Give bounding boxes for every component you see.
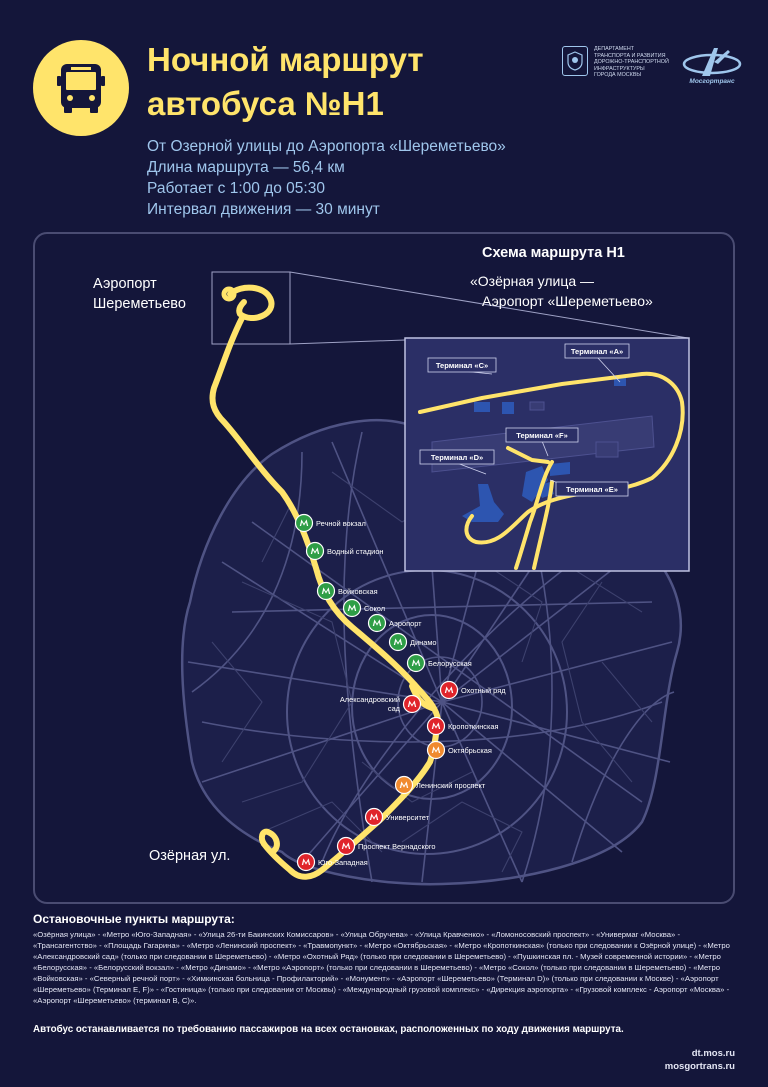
metro-station: Речной вокзал (294, 513, 366, 533)
station-label: Водный стадион (327, 547, 384, 556)
department-name: ДЕПАРТАМЕНТ ТРАНСПОРТА И РАЗВИТИЯ ДОРОЖН… (594, 46, 669, 79)
station-label: Сокол (364, 604, 385, 613)
station-label: Белорусская (428, 659, 472, 668)
metro-station: Водный стадион (305, 541, 384, 561)
airport-label: Аэропорт Шереметьево (93, 276, 186, 312)
metro-m-icon (296, 852, 316, 872)
station-label: Речной вокзал (316, 519, 366, 528)
metro-m-icon (394, 775, 414, 795)
stop-note: Автобус останавливается по требованию па… (33, 1024, 624, 1035)
svg-text:Терминал «D»: Терминал «D» (431, 453, 483, 462)
zoom-lines (211, 271, 689, 345)
metro-m-icon (305, 541, 325, 561)
metro-m-icon (388, 632, 408, 652)
metro-station: Сокол (342, 598, 385, 618)
terminal-label: Терминал «C» (427, 357, 497, 375)
link-mosgortrans[interactable]: mosgortrans.ru (664, 1061, 735, 1072)
stops-list: «Озёрная улица» - «Метро «Юго-Западная» … (33, 930, 730, 1005)
metro-station: Юго-Западная (296, 852, 368, 872)
terminal-label: Терминал «E» (549, 479, 629, 497)
ozernaya-label: Озёрная ул. (149, 848, 231, 864)
metro-station: Войковская (316, 581, 378, 601)
bus-icon (57, 64, 105, 113)
station-label: Войковская (338, 587, 378, 596)
terminal-label: Терминал «A» (564, 343, 630, 383)
metro-m-icon (316, 581, 336, 601)
svg-text:Терминал «E»: Терминал «E» (566, 485, 618, 494)
terminal-label: Терминал «F» (505, 427, 579, 457)
station-label-line2: сад (388, 704, 401, 713)
metro-m-icon (426, 740, 446, 760)
route-interval: Интервал движения — 30 минут (147, 201, 380, 218)
terminal-labels: Терминал «C» Терминал «A» Терминал «F» Терм… (419, 343, 630, 497)
scheme-subtitle: «Озёрная улица — Аэропорт «Шереметьево» (470, 273, 653, 309)
metro-station: Кропоткинская (426, 716, 499, 736)
station-label: Университет (386, 813, 430, 822)
moscow-emblem-icon (562, 46, 588, 76)
stops-title: Остановочные пункты маршрута: (33, 912, 235, 926)
metro-m-icon (406, 653, 426, 673)
metro-station: Октябрьская (426, 740, 492, 760)
title-line-2: автобуса №Н1 (147, 85, 384, 122)
metro-station: Динамо (388, 632, 437, 652)
metro-station: Охотный ряд (439, 680, 506, 700)
metro-station: Ленинский проспект (394, 775, 486, 795)
scheme-title: Схема маршрута Н1 (482, 245, 625, 261)
station-label: Динамо (410, 638, 437, 647)
page-title: Ночной маршрут автобуса №Н1 (147, 38, 547, 126)
route-length: Длина маршрута — 56,4 км (147, 159, 345, 176)
metro-station: Белорусская (406, 653, 472, 673)
airport-terminus (221, 286, 237, 302)
mosgortrans-logo: Мосгортранс (680, 44, 744, 88)
station-label: Ленинский проспект (416, 781, 486, 790)
route-line (209, 284, 441, 880)
route-hours: Работает с 1:00 до 05:30 (147, 180, 325, 197)
metro-m-icon (342, 598, 362, 618)
station-label: Юго-Западная (318, 858, 368, 867)
mosgortrans-name: Мосгортранс (689, 78, 735, 85)
station-label: Октябрьская (448, 746, 492, 755)
map-frame: Терминал «C» Терминал «A» Терминал «F» Терм… (33, 232, 735, 904)
station-label: Проспект Вернадского (358, 842, 436, 851)
route-info: От Озерной улицы до Аэропорта «Шереметье… (147, 136, 597, 220)
route-endpoints: От Озерной улицы до Аэропорта «Шереметье… (147, 138, 506, 155)
metro-m-icon (402, 694, 422, 714)
station-label: Кропоткинская (448, 722, 499, 731)
station-label: Аэропорт (389, 619, 422, 628)
metro-m-icon (364, 807, 384, 827)
metro-station: Проспект Вернадского (336, 836, 436, 856)
terminal-label: Терминал «D» (419, 449, 495, 475)
metro-m-icon (426, 716, 446, 736)
metro-m-icon (294, 513, 314, 533)
metro-station: Аэропорт (367, 613, 422, 633)
mosgortrans-logo-icon (682, 48, 742, 76)
svg-text:Терминал «A»: Терминал «A» (571, 347, 623, 356)
metro-station: Университет (364, 807, 430, 827)
title-line-1: Ночной маршрут (147, 41, 424, 78)
bus-logo (33, 40, 129, 136)
station-label: Александровский (340, 695, 400, 704)
svg-text:Терминал «F»: Терминал «F» (516, 431, 568, 440)
metro-m-icon (439, 680, 459, 700)
metro-m-icon (367, 613, 387, 633)
svg-text:Терминал «C»: Терминал «C» (436, 361, 488, 370)
link-dt-mos[interactable]: dt.mos.ru (691, 1048, 735, 1059)
route-map: Терминал «C» Терминал «A» Терминал «F» Терм… (180, 271, 690, 886)
station-label: Охотный ряд (461, 686, 506, 695)
metro-m-icon (336, 836, 356, 856)
